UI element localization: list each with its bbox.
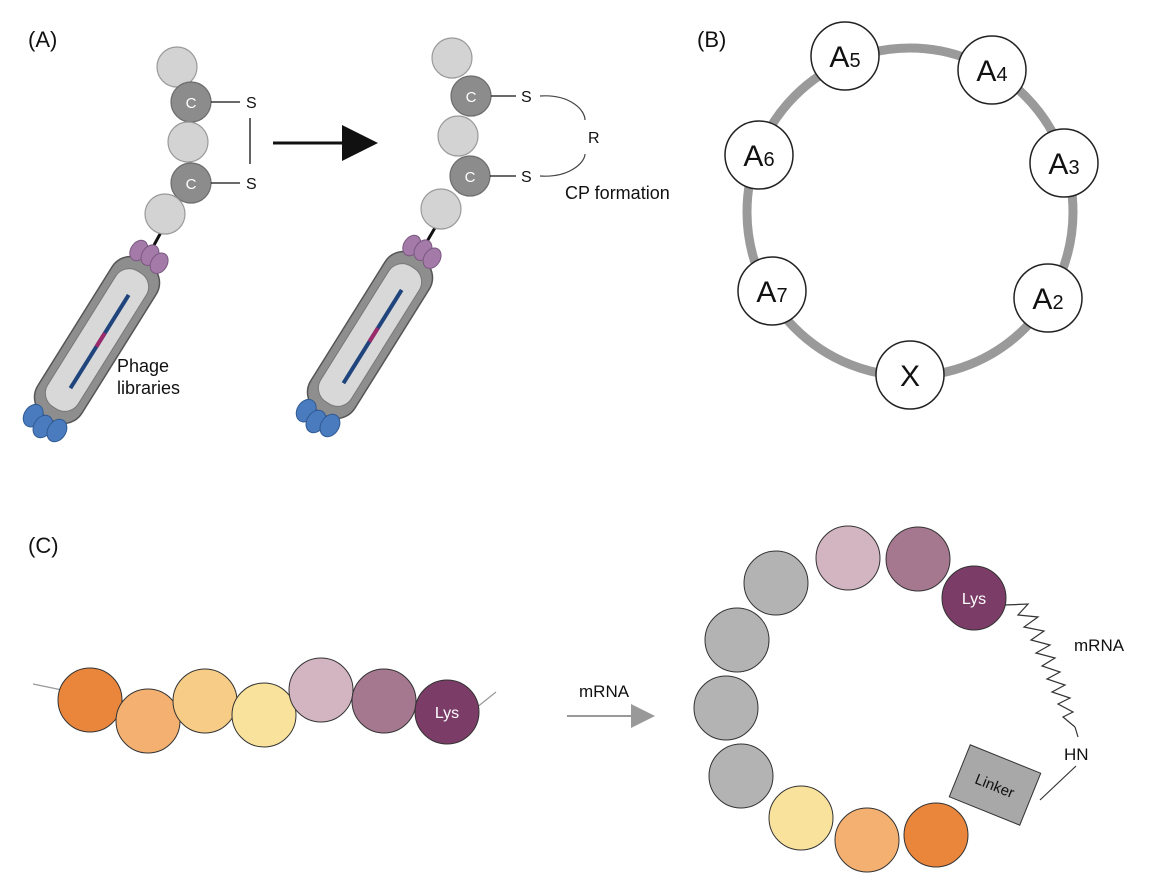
sulfur-label: S: [521, 89, 532, 106]
ring-residue-a4: A4: [957, 35, 1027, 105]
residue-bead-light-orange: [115, 688, 181, 754]
phage-body: [22, 239, 169, 443]
ring-residue-a5: A5: [810, 21, 880, 91]
svg-text:A7: A7: [756, 276, 787, 309]
panel-c-label: (C): [28, 533, 59, 558]
peptide-bead: [437, 115, 479, 157]
panel-a-label: (A): [28, 27, 57, 52]
residue-bead-lysine: [414, 679, 480, 745]
linear-peptide-chain: Lys: [32, 657, 497, 754]
residue-bead-mauve: [351, 668, 417, 734]
cyclic-peptide-ring: A5 A4 A3 A2 X A7 A6: [724, 21, 1099, 410]
residue-bead-light-orange: [834, 807, 900, 873]
sulfur-label: S: [521, 169, 532, 186]
linker-box: Linker: [948, 744, 1042, 826]
residue-bead-yellow: [768, 785, 834, 851]
svg-text:A5: A5: [829, 41, 860, 74]
residue-bead-mauve-light: [815, 525, 881, 591]
crosslinker-arc: [539, 153, 586, 177]
residue-bead-gray: [704, 607, 770, 673]
residue-bead-peach: [172, 668, 238, 734]
phage-right: C C S S R CP formation: [295, 37, 670, 438]
svg-text:A2: A2: [1032, 283, 1063, 316]
residue-bead-lysine: [941, 565, 1007, 631]
peptide-bead: [167, 121, 209, 163]
cyclized-peptide: Lys mRNA HN Linker: [693, 525, 1125, 873]
svg-text:A3: A3: [1048, 148, 1079, 181]
svg-text:A6: A6: [743, 140, 774, 173]
ring-residue-a3: A3: [1029, 128, 1099, 198]
peptide-bead: [144, 193, 186, 235]
residue-bead-gray: [708, 743, 774, 809]
phage-left: C C S S Phage libraries: [22, 46, 257, 443]
mrna-zigzag: [1004, 603, 1076, 728]
phage-label-line2: libraries: [117, 378, 180, 398]
sulfur-label: S: [246, 176, 257, 193]
cysteine-label: C: [186, 95, 197, 112]
mrna-label: mRNA: [1074, 636, 1125, 655]
residue-bead-gray: [743, 550, 809, 616]
residue-bead-mauve-light: [288, 657, 354, 723]
svg-text:X: X: [900, 360, 920, 393]
hn-linker-bond: [1039, 765, 1077, 801]
svg-text:A4: A4: [976, 55, 1007, 88]
lys-label: Lys: [435, 705, 459, 722]
panel-b-label: (B): [697, 27, 726, 52]
residue-bead-orange: [57, 667, 123, 733]
hn-label: HN: [1064, 745, 1089, 764]
mrna-arrow-label: mRNA: [579, 682, 630, 701]
cysteine-label: C: [186, 176, 197, 193]
residue-bead-orange: [903, 802, 969, 868]
linker-r-label: R: [588, 130, 600, 147]
peptide-bead: [420, 188, 462, 230]
ring-residue-x: X: [875, 340, 945, 410]
residue-bead-mauve: [885, 526, 951, 592]
phage-label-line1: Phage: [117, 356, 169, 376]
ring-backbone: [742, 43, 1078, 381]
cysteine-label: C: [465, 169, 476, 186]
peptide-bead: [156, 46, 198, 88]
residue-bead-gray: [693, 675, 759, 741]
cp-formation-label: CP formation: [565, 183, 670, 203]
residue-bead-yellow: [231, 682, 297, 748]
sulfur-label: S: [246, 95, 257, 112]
phage-body: [295, 234, 442, 438]
ring-residue-a2: A2: [1013, 263, 1083, 333]
crosslinker-arc: [539, 95, 586, 121]
ring-residue-a7: A7: [737, 256, 807, 326]
peptide-bead: [431, 37, 473, 79]
ring-residue-a6: A6: [724, 120, 794, 190]
lys-label: Lys: [962, 591, 986, 608]
cysteine-label: C: [466, 89, 477, 106]
